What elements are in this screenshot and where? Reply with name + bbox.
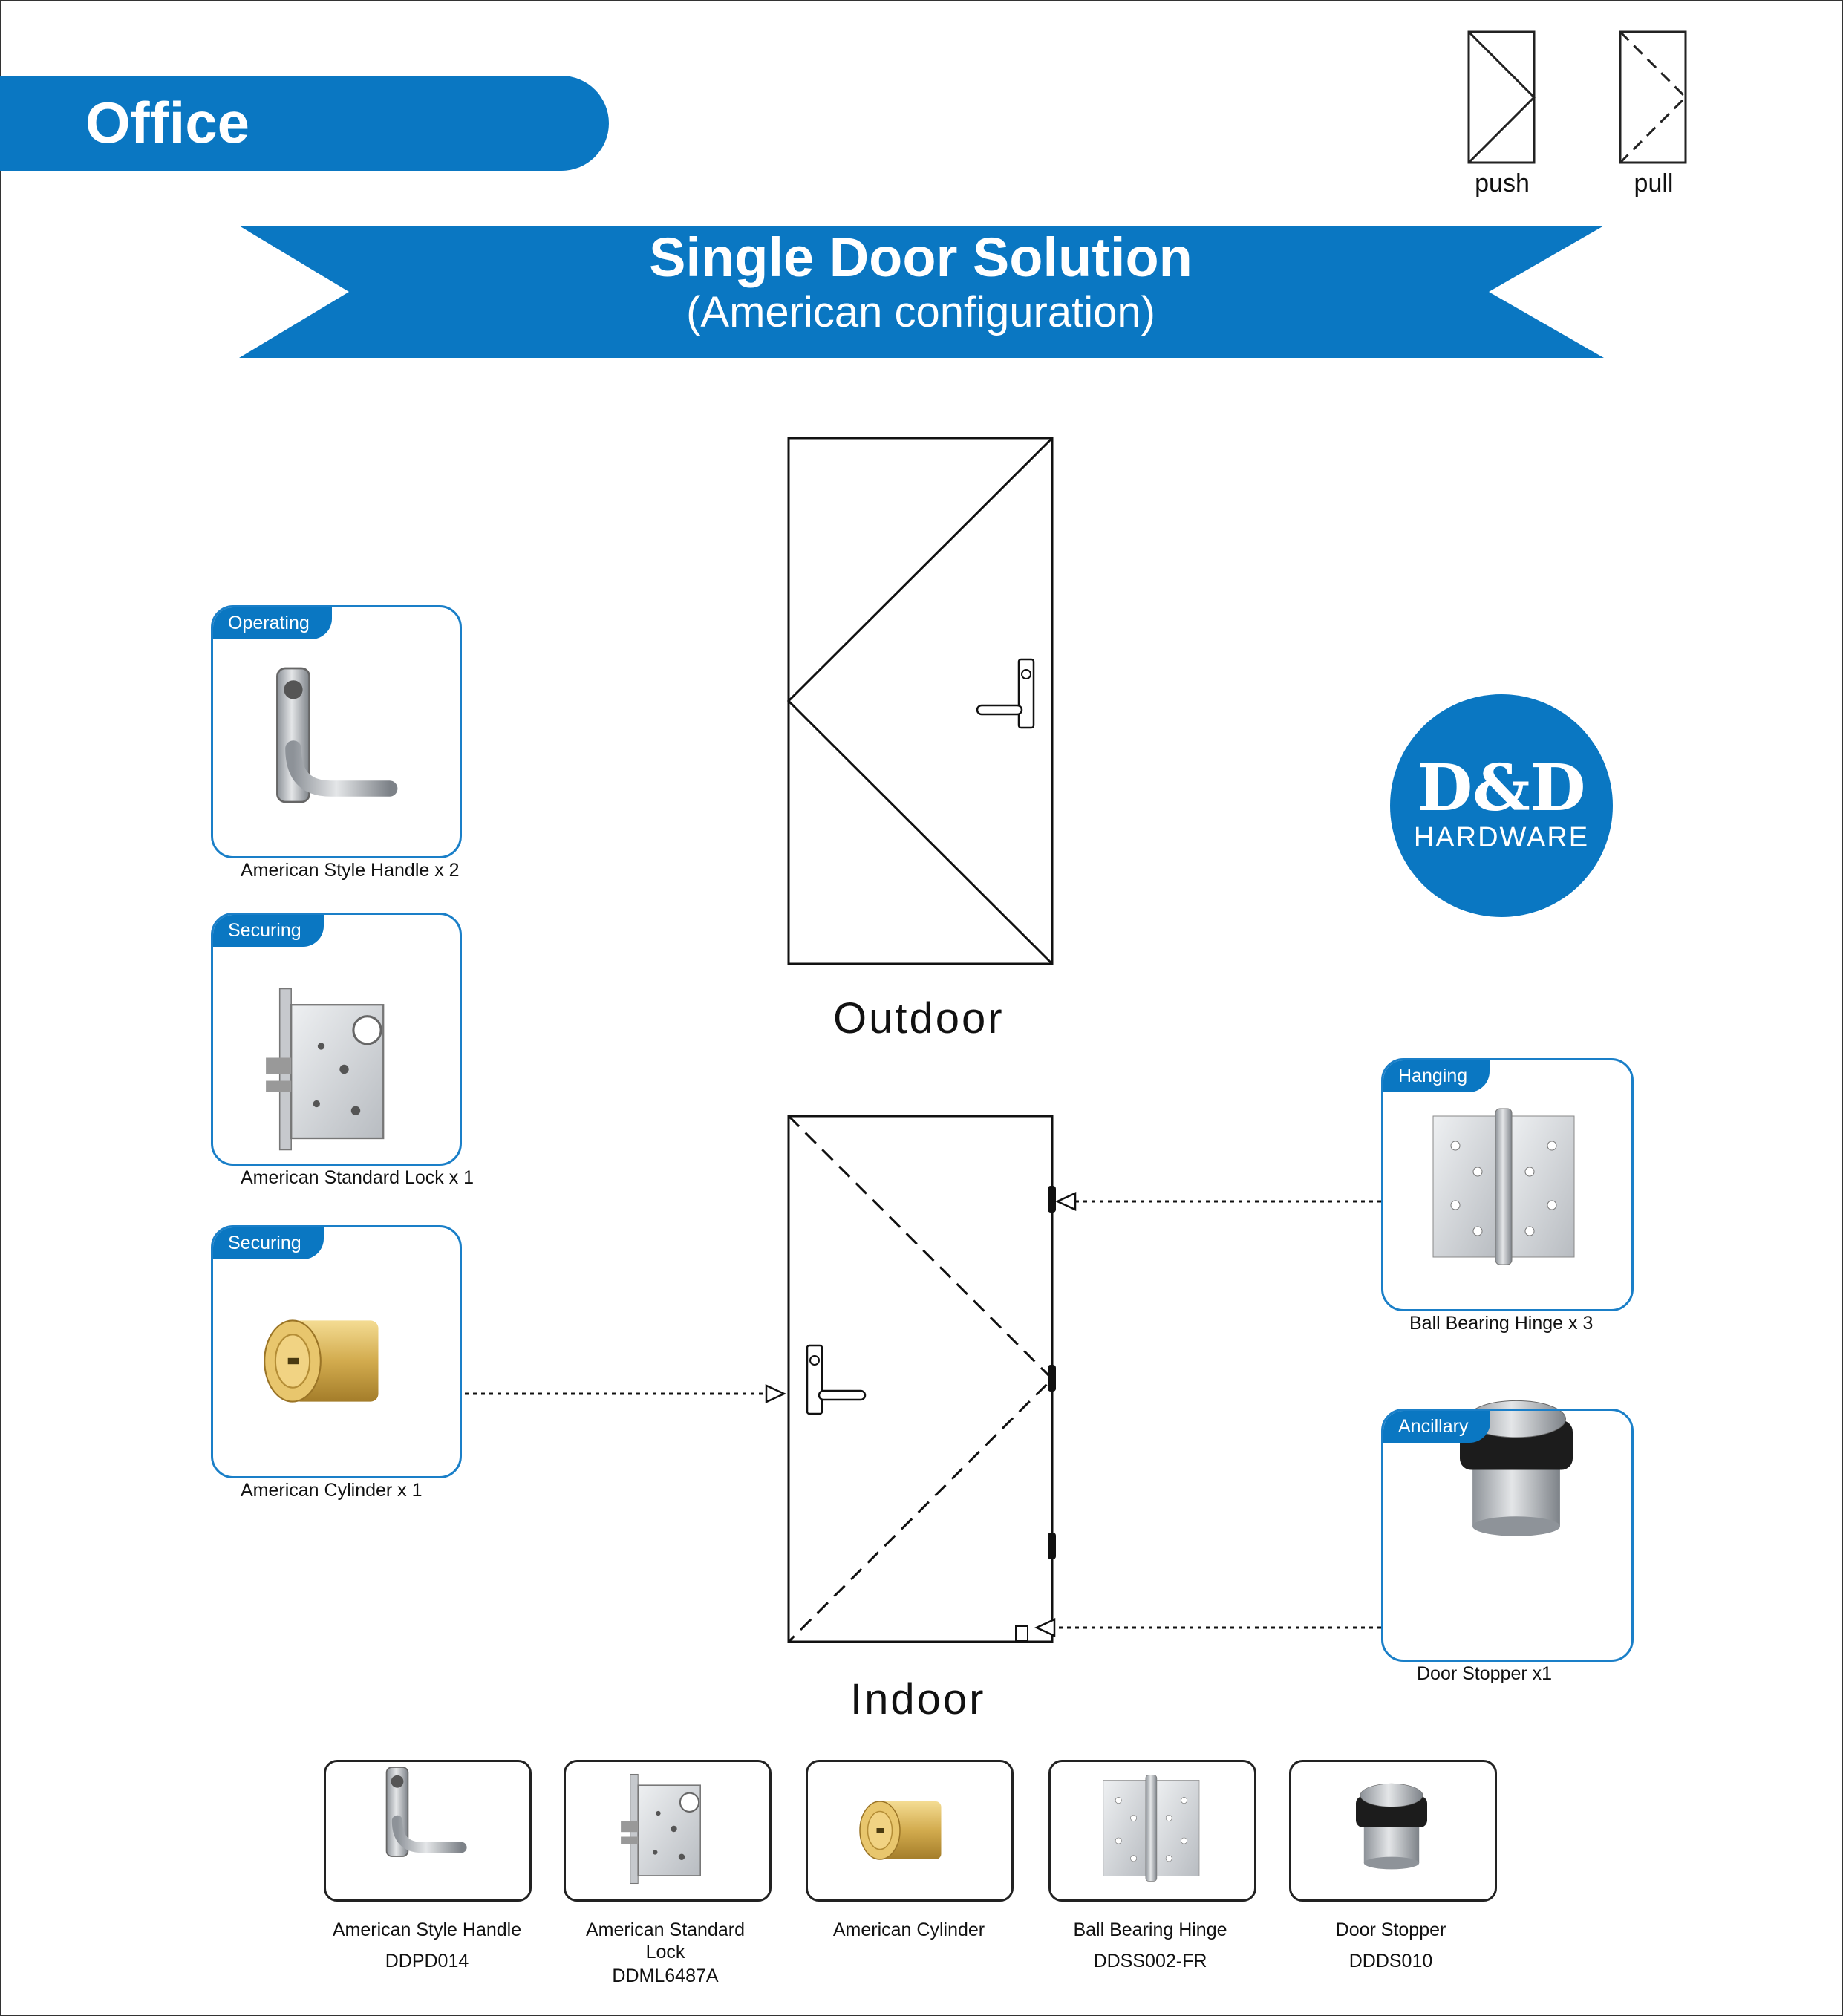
product-item-cylinder: American Cylinder — [796, 1919, 1022, 1941]
card-securing-lock: Securing — [211, 913, 462, 1166]
indoor-label: Indoor — [850, 1675, 986, 1723]
product-code: DDSS002-FR — [1093, 1951, 1207, 1971]
section-tab-label: Office — [85, 90, 250, 155]
product-code: DDDS010 — [1348, 1951, 1433, 1971]
product-name: Ball Bearing Hinge — [1073, 1919, 1227, 1940]
product-name: American Standard Lock — [585, 1919, 745, 1963]
card-operating-handle: Operating — [211, 605, 462, 858]
product-code: DDML6487A — [612, 1966, 719, 1986]
banner-title: Single Door Solution — [649, 226, 1193, 288]
product-name: American Style Handle — [332, 1919, 522, 1940]
banner-subtitle: (American configuration) — [686, 288, 1155, 336]
card-tag: Operating — [213, 607, 332, 639]
card-ancillary-stopper: Ancillary — [1381, 1409, 1634, 1662]
card-label: Door Stopper x1 — [1417, 1663, 1553, 1684]
product-item-stopper: Door Stopper DDDS010 — [1278, 1919, 1504, 1972]
connector-hinge-arrow — [1054, 1192, 1381, 1211]
card-tag: Securing — [213, 1227, 324, 1259]
push-label: push — [1475, 169, 1530, 198]
pull-label: pull — [1634, 169, 1674, 198]
card-label: American Standard Lock x 1 — [241, 1167, 474, 1188]
card-tag: Ancillary — [1383, 1411, 1491, 1443]
product-name: Door Stopper — [1335, 1919, 1446, 1940]
product-box-stopper — [1289, 1760, 1497, 1902]
push-legend-icon — [1467, 30, 1536, 164]
product-box-cylinder — [806, 1760, 1014, 1902]
banner-heading: Single Door Solution (American configura… — [238, 226, 1604, 336]
banner-ribbon — [239, 226, 1604, 358]
card-securing-cylinder: Securing — [211, 1225, 462, 1478]
card-label: American Cylinder x 1 — [241, 1480, 423, 1501]
product-item-lock: American Standard Lock DDML6487A — [576, 1919, 754, 1987]
product-item-handle: American Style Handle DDPD014 — [314, 1919, 540, 1972]
logo-main-text: D&D — [1417, 751, 1586, 826]
pull-legend-icon — [1619, 30, 1688, 164]
product-item-hinge: Ball Bearing Hinge DDSS002-FR — [1037, 1919, 1263, 1972]
product-box-hinge — [1048, 1760, 1256, 1902]
card-tag: Hanging — [1383, 1060, 1490, 1092]
card-tag: Securing — [213, 915, 324, 947]
card-label: Ball Bearing Hinge x 3 — [1409, 1313, 1594, 1334]
card-hanging-hinge: Hanging — [1381, 1058, 1634, 1311]
outdoor-door — [786, 437, 1054, 965]
product-code: DDPD014 — [385, 1951, 469, 1971]
card-label: American Style Handle x 2 — [241, 860, 460, 881]
outdoor-label: Outdoor — [833, 994, 1005, 1043]
product-box-handle — [324, 1760, 532, 1902]
connector-cylinder-arrow — [465, 1384, 787, 1403]
brand-logo: D&D HARDWARE — [1390, 694, 1613, 917]
product-name: American Cylinder — [832, 1919, 985, 1940]
section-tab: Office — [0, 76, 609, 171]
product-box-lock — [564, 1760, 772, 1902]
indoor-door — [787, 1115, 1056, 1643]
logo-sub-text: HARDWARE — [1413, 822, 1590, 853]
connector-stopper-arrow — [1034, 1618, 1381, 1637]
